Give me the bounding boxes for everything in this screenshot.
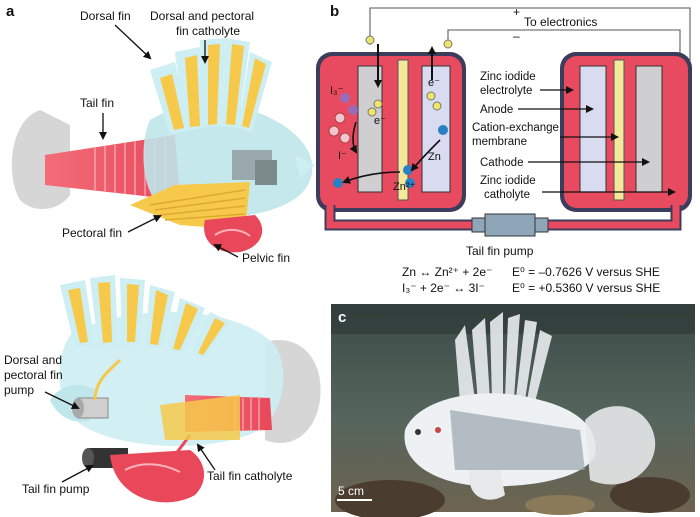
label-dorsal-pectoral-catholyte-1: Dorsal and pectoral [150, 9, 254, 23]
scale-bar-label: 5 cm [338, 484, 364, 498]
species-electron-anode: e⁻ [428, 77, 440, 89]
label-anode: Anode [480, 104, 513, 116]
equation-iodine: I₃⁻ + 2e⁻ ↔ 3I⁻ [402, 281, 485, 295]
fish-diagram-internal [50, 275, 321, 503]
species-electron-cathode: e⁻ [374, 115, 386, 127]
potential-zinc: E⁰ = –0.7626 V versus SHE [512, 265, 660, 279]
label-pelvic-fin: Pelvic fin [242, 251, 290, 265]
label-tail-fin-pump: Tail fin pump [22, 482, 90, 496]
plus-terminal: + [513, 5, 520, 19]
species-zinc: Zn [428, 151, 441, 163]
photo-robotic-lionfish [331, 304, 695, 517]
dorsal-fins [150, 38, 272, 135]
species-triiodide: I₃⁻ [330, 85, 344, 97]
panel-a-label: a [6, 3, 15, 20]
label-tail-fin-catholyte: Tail fin catholyte [207, 469, 293, 483]
label-dorsal-fin: Dorsal fin [80, 9, 131, 23]
label-cathode: Cathode [480, 157, 523, 169]
label-pectoral-fin: Pectoral fin [62, 226, 122, 240]
battery-cell-right [560, 52, 692, 212]
species-zinc-ion: Zn²⁺ [393, 181, 416, 193]
label-cation-exchange-1: Cation-exchange [472, 122, 559, 134]
battery-cell-left [316, 52, 466, 212]
panel-c-label: c [338, 309, 346, 326]
tail-fin-pump-label: Tail fin pump [466, 244, 534, 258]
label-pump-1: Dorsal and [4, 353, 62, 367]
label-tail-fin: Tail fin [80, 96, 114, 110]
to-electronics-label: To electronics [524, 15, 597, 29]
label-zinc-iodide-catholyte-1: Zinc iodide [480, 175, 536, 187]
equation-zinc: Zn ↔ Zn²⁺ + 2e⁻ [402, 265, 492, 279]
label-pump-2: pectoral fin [4, 368, 63, 382]
label-pump-3: pump [4, 383, 34, 397]
label-dorsal-pectoral-catholyte-2: fin catholyte [176, 24, 240, 38]
fish-diagram-side [11, 38, 315, 253]
species-iodide: I⁻ [338, 150, 347, 162]
label-zinc-iodide-catholyte-2: catholyte [484, 189, 530, 201]
label-zinc-iodide-electrolyte-2: electrolyte [480, 85, 532, 97]
pelvic-fin [204, 215, 263, 253]
potential-iodine: E⁰ = +0.5360 V versus SHE [512, 281, 660, 295]
tail-fin-pump-box [484, 213, 536, 237]
label-cation-exchange-2: membrane [472, 136, 527, 148]
label-zinc-iodide-electrolyte-1: Zinc iodide [480, 71, 536, 83]
panel-b-label: b [330, 3, 339, 20]
minus-terminal: – [513, 29, 520, 43]
